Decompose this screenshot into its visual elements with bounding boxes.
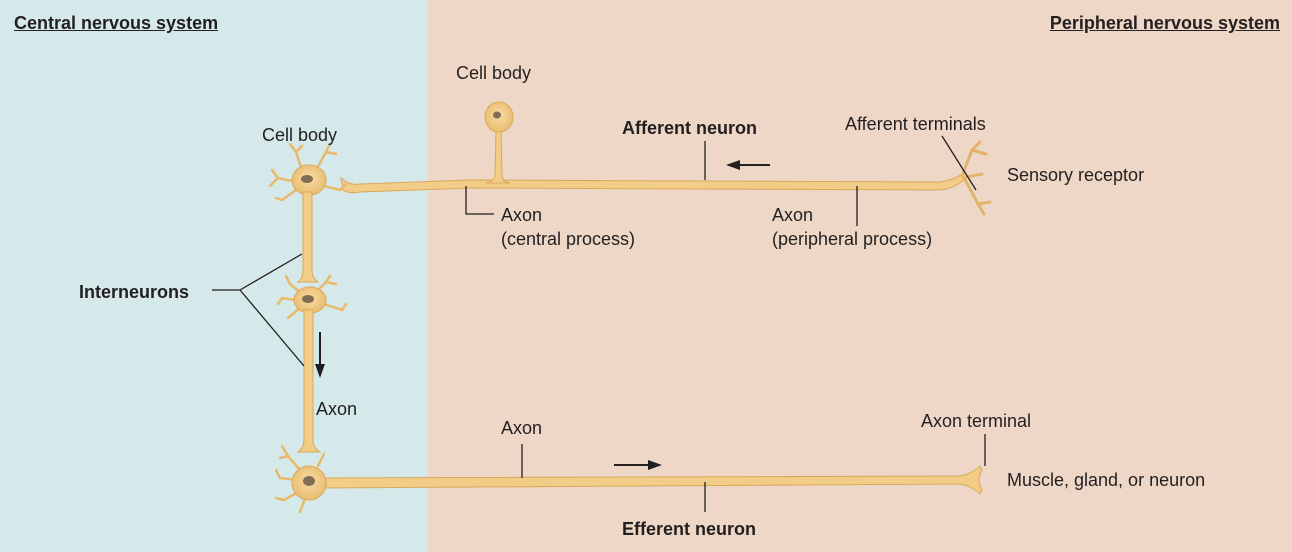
afferent-neuron-label: Afferent neuron — [622, 118, 757, 138]
interneuron-1-nucleus — [301, 175, 313, 183]
cns-region — [0, 0, 428, 552]
afferent-nucleus — [493, 111, 501, 119]
cns-heading: Central nervous system — [14, 13, 219, 33]
interneuron-2-axon — [296, 309, 322, 453]
sensory-receptor-label: Sensory receptor — [1007, 165, 1145, 185]
axon-inter-label: Axon — [316, 399, 358, 419]
leader-lines — [212, 135, 986, 512]
arrow-down-icon — [315, 332, 325, 378]
interneuron-2-nucleus — [302, 295, 314, 303]
afferent-axon — [340, 171, 968, 194]
afferent-terminals — [960, 140, 992, 216]
axon-efferent-label: Axon — [501, 418, 543, 438]
pns-region — [428, 0, 1292, 552]
axon-peripheral-label-2: (peripheral process) — [772, 229, 933, 249]
axon-central-label-1: Axon — [501, 205, 543, 225]
efferent-axon — [317, 465, 983, 495]
pns-heading: Peripheral nervous system — [1049, 13, 1280, 33]
interneuron-1-dendrites — [268, 142, 348, 202]
axon-peripheral-label-1: Axon — [772, 205, 814, 225]
afferent-terminals-label: Afferent terminals — [845, 114, 986, 134]
leader-axon-central — [465, 186, 494, 215]
afferent-cell-body-stalk — [485, 129, 511, 184]
interneuron-2-dendrites — [276, 274, 348, 320]
leader-interneurons-top — [239, 253, 303, 291]
efferent-neuron-label: Efferent neuron — [622, 519, 757, 539]
muscle-gland-neuron-label: Muscle, gland, or neuron — [1007, 470, 1206, 490]
efferent-dendrites — [274, 444, 326, 514]
cell-body-afferent-label: Cell body — [456, 63, 532, 83]
leader-afferent-terminals — [941, 135, 977, 191]
interneurons-label: Interneurons — [79, 282, 190, 302]
cell-body-inter-label: Cell body — [262, 125, 338, 145]
axon-central-label-2: (central process) — [501, 229, 636, 249]
interneuron-1-axon — [296, 191, 320, 283]
efferent-nucleus — [303, 476, 315, 486]
arrow-left-icon — [726, 160, 770, 170]
axon-terminal-label: Axon terminal — [921, 411, 1032, 431]
leader-interneurons-bottom — [239, 289, 305, 367]
arrow-right-icon — [614, 460, 662, 470]
